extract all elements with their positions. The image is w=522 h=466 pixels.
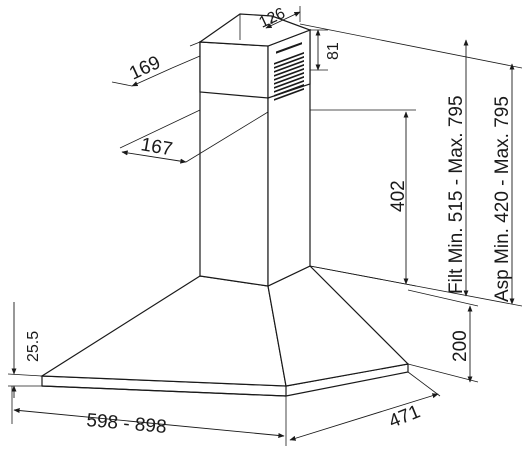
dim-base-height: 25.5 [7, 302, 43, 398]
vent-slots [274, 52, 304, 101]
label-top-height: 81 [325, 42, 342, 60]
label-base-height: 25.5 [25, 331, 42, 362]
vent-slot [274, 60, 304, 73]
vent-slot [274, 76, 304, 89]
hood-body [40, 265, 410, 397]
chimney [198, 13, 312, 287]
label-filter-range: Filt Min. 515 - Max. 795 [446, 95, 467, 294]
vent-slot [274, 80, 304, 93]
label-hood-height: 200 [450, 330, 471, 362]
vent-slot [274, 56, 304, 69]
vent-slot [274, 88, 304, 101]
vent-grille [276, 42, 302, 54]
vent-slot [274, 64, 304, 77]
label-chimney-height: 402 [388, 180, 409, 212]
label-hood-depth: 471 [386, 401, 423, 432]
hood-canopy-front [40, 275, 287, 387]
dim-top-height: 81 [310, 29, 342, 71]
vent-slot [274, 68, 304, 81]
upper-chimney-front [199, 41, 269, 99]
dim-overall-ranges: Filt Min. 515 - Max. 795 Asp Min. 420 - … [299, 23, 522, 307]
vent-slot [274, 52, 304, 65]
dim-hood-height: 200 [407, 289, 479, 383]
label-chimney-width: 167 [139, 134, 174, 160]
vent-slot [274, 72, 304, 85]
label-hood-width: 598 - 898 [86, 410, 168, 438]
vent-slot [274, 84, 304, 97]
label-upper-depth: 169 [126, 52, 164, 84]
label-aspiration-range: Asp Min. 420 - Max. 795 [492, 96, 513, 302]
hood-canopy-side [267, 265, 410, 387]
dim-chimney-height: 402 [309, 109, 417, 287]
dim-upper-depth: 169 [111, 41, 201, 87]
dim-hood-width: 598 - 898 [11, 386, 287, 446]
